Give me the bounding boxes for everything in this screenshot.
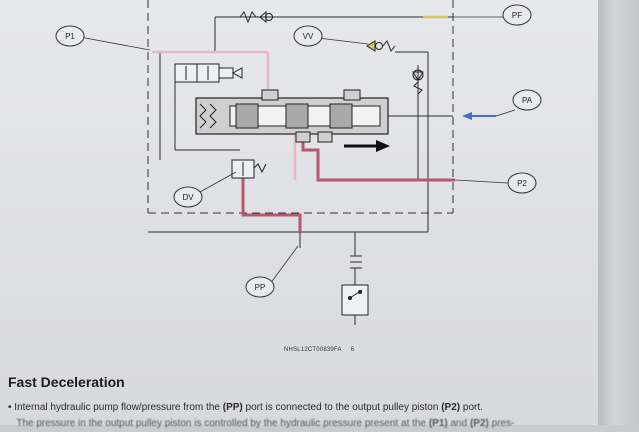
bullet-marker: • [8,402,12,413]
bullet-text-3: port. [460,402,483,413]
label-pp: PP [255,283,266,292]
callout-pa: PA [512,89,542,111]
section-heading: Fast Deceleration [8,374,125,390]
figure-code: NHSL12CT00839FA [284,347,342,353]
check-valve-right [412,69,424,95]
label-dv: DV [182,193,194,202]
bullet-text-2: port is connected to the output pulley p… [242,402,442,413]
cut-text-3: pres- [488,418,515,429]
manual-page [0,0,600,425]
callout-pp: PP [245,276,275,298]
spool-valve [195,89,389,143]
bullet-pp: (PP) [222,402,243,413]
motion-arrow [344,140,390,152]
pilot-line [152,50,297,180]
pipe-lines [148,16,453,325]
callout-p2: P2 [507,172,537,194]
cut-off-line: The pressure in the output pulley piston… [8,418,608,432]
dashed-boundary [147,0,454,214]
leader-lines [79,16,516,285]
regulator-valve-dv [231,159,267,179]
label-p2: P2 [517,179,527,188]
figure-index: 6 [350,347,355,353]
bullet-p2: (P2) [441,402,461,413]
callout-pf: PF [502,4,532,26]
callout-dv: DV [173,186,203,208]
page-edge-shadow [598,0,639,425]
check-valve-top [239,10,273,24]
figure-caption: NHSL12CT00839FA 6 [284,347,354,353]
callout-p1: P1 [55,25,85,47]
cut-p1: (P1) [428,418,448,429]
label-p1: P1 [65,32,75,41]
solenoid-valve [174,63,243,83]
hydraulic-schematic: P1 VV PF PA P2 DV PP [55,0,542,325]
bullet-item: • Internal hydraulic pump flow/pressure … [8,402,483,413]
callout-vv: VV [293,25,323,47]
label-pa: PA [522,96,533,105]
cut-text-2: and [447,418,470,429]
pressure-switch [341,284,369,316]
cut-text-1: The pressure in the output pulley piston… [16,418,429,429]
bullet-text-1: Internal hydraulic pump flow/pressure fr… [14,402,223,413]
cut-p2: (P2) [469,418,489,429]
check-valve-vv [366,40,396,52]
feed-arrow [462,112,496,120]
label-vv: VV [303,32,314,41]
label-pf: PF [512,11,522,20]
